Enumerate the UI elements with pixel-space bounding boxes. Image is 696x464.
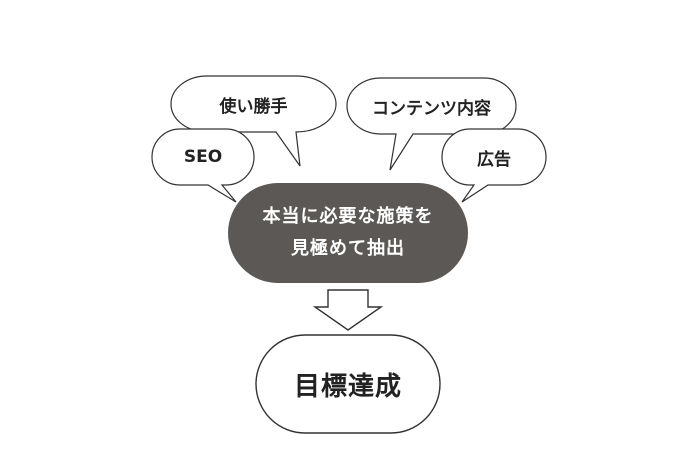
center-pill <box>228 183 468 283</box>
center-line-1: 本当に必要な施策を <box>262 206 434 227</box>
down-arrow-icon <box>312 289 384 331</box>
goal-label: 目標達成 <box>293 371 402 402</box>
bubble-ease-of-use-shape <box>170 75 337 167</box>
goal-pill <box>255 334 441 434</box>
bubble-seo-shape <box>151 128 255 203</box>
bubble-ads-label: 広告 <box>477 149 511 170</box>
bubble-ease-of-use-label: 使い勝手 <box>219 96 288 117</box>
bubble-content-label: コンテンツ内容 <box>372 98 491 119</box>
center-line-2: 見極めて抽出 <box>291 238 405 259</box>
bubble-ads-shape <box>441 128 547 203</box>
center-text: 本当に必要な施策を 見極めて抽出 <box>228 183 468 283</box>
bubble-seo-label: SEO <box>183 147 223 167</box>
bubble-content-shape <box>346 77 517 171</box>
